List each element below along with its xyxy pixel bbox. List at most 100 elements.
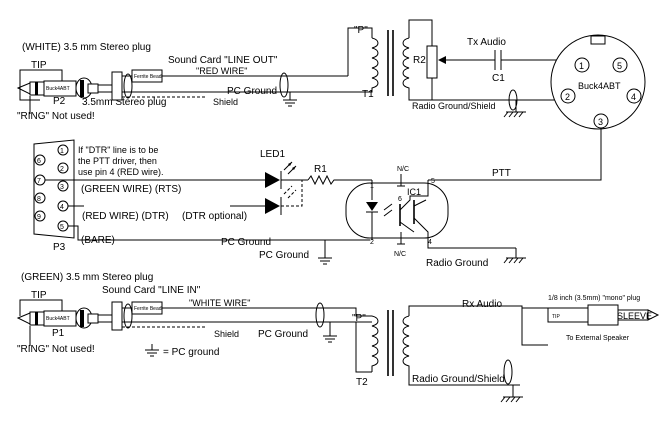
top-pc-ground-symbol	[283, 92, 297, 107]
r2-label: R2	[413, 55, 426, 66]
radio-ground-symbol-2	[503, 248, 526, 264]
red-wire-label: (RED WIRE) (DTR)	[82, 211, 169, 222]
top-p2-label: P2	[53, 96, 66, 107]
top-pc-ground-label: PC Ground	[227, 86, 277, 97]
svg-text:3: 3	[60, 184, 64, 191]
top-audio-out-circuit: (WHITE) 3.5 mm Stereo plug Sound Card "L…	[16, 27, 373, 122]
bot-ring-note: "RING" Not used!	[17, 344, 95, 355]
nc-top-label: N/C	[397, 166, 409, 173]
top-ferrite-ring	[111, 71, 123, 101]
led-optional-dashed	[265, 180, 303, 215]
radio-ground-shield-1: Radio Ground/Shield	[412, 101, 496, 111]
svg-text:2: 2	[370, 239, 374, 246]
svg-text:5: 5	[60, 224, 64, 231]
speaker-mono-plug: 1/8 inch (3.5mm) "mono" plug TIP SLEEVE …	[522, 295, 660, 342]
sleeve-label: SLEEVE	[617, 311, 652, 321]
bot-tip-bracket	[19, 299, 63, 316]
t1-p-label: "P"	[354, 25, 368, 36]
top-bulkhead-text: Buck4ABT	[46, 86, 70, 92]
svg-text:2: 2	[60, 166, 64, 173]
svg-text:1: 1	[60, 148, 64, 155]
bot-bulkhead-text: Buck4ABT	[46, 316, 70, 322]
top-soundcard-label: Sound Card "LINE OUT"	[168, 55, 278, 66]
tip-small-label: TIP	[552, 314, 560, 320]
pc-ground-legend: = PC ground	[163, 347, 219, 358]
svg-text:6: 6	[398, 196, 402, 203]
top-plug-label: (WHITE) 3.5 mm Stereo plug	[22, 42, 151, 53]
c1-capacitor	[494, 50, 502, 70]
mid-pc-ground-symbol	[318, 257, 332, 265]
r2-potentiometer	[426, 45, 438, 79]
top-wire-label: "RED WIRE"	[196, 66, 247, 76]
tx-audio-label: Tx Audio	[467, 37, 506, 48]
radio-ground-symbol-3	[500, 385, 523, 403]
radio-ground-symbol-1	[503, 100, 526, 118]
svg-text:1: 1	[579, 61, 584, 71]
rx-audio-label: Rx Audio	[462, 299, 502, 310]
din-label: Buck4ABT	[578, 81, 621, 91]
svg-text:2: 2	[565, 92, 570, 102]
bot-p1-label: P1	[52, 328, 65, 339]
ptt-label: PTT	[492, 168, 511, 179]
top-ferrite-text: Ferrite Bead	[134, 74, 162, 80]
c1-label: C1	[492, 73, 505, 84]
svg-text:5: 5	[617, 61, 622, 71]
mid-pc-ground-label-2: PC Ground	[259, 250, 309, 261]
bot-tip-label: TIP	[31, 290, 47, 301]
bare-wire-label: (BARE)	[81, 235, 115, 246]
ic1-label: IC1	[407, 187, 421, 197]
svg-text:8: 8	[37, 196, 41, 203]
svg-text:4: 4	[60, 204, 64, 211]
din-pin-4	[626, 88, 642, 104]
top-tip-label: TIP	[31, 60, 47, 71]
svg-text:6: 6	[37, 158, 41, 165]
din-pin-2	[560, 88, 576, 104]
bot-shield-label: Shield	[214, 329, 239, 339]
bot-wire-label: "WHITE WIRE"	[189, 298, 250, 308]
top-ring-note: "RING" Not used!	[17, 111, 95, 122]
din-pin-5	[612, 57, 628, 73]
t1-label: T1	[362, 89, 374, 100]
bot-ferrite-text: Ferrite Bead	[134, 306, 162, 312]
svg-text:9: 9	[37, 214, 41, 221]
p3-label: P3	[53, 242, 66, 253]
top-plug2-label: 3.5mm Stereo plug	[82, 97, 167, 108]
bot-pc-ground-label: PC Ground	[258, 329, 308, 340]
dtr-note-1: If "DTR" line is to be	[78, 145, 158, 155]
svg-text:7: 7	[37, 178, 41, 185]
ptt-circuit: 6 7 8 9 1 2 3 4 5 P3 If "DTR" line is to…	[33, 139, 526, 269]
radio-ground-shield-2: Radio Ground/Shield	[412, 374, 505, 385]
svg-text:3: 3	[598, 117, 603, 127]
svg-text:5: 5	[431, 178, 435, 185]
bottom-audio-in-circuit: (GREEN) 3.5 mm Stereo plug Sound Card "L…	[16, 272, 372, 358]
bot-soundcard-label: Sound Card "LINE IN"	[102, 285, 201, 296]
din-pin-1	[574, 57, 590, 73]
t2-label: T2	[356, 377, 368, 388]
radio-ground-label: Radio Ground	[426, 258, 488, 269]
led1-label: LED1	[260, 149, 285, 160]
speaker-dest-label: To External Speaker	[566, 335, 630, 342]
bot-stereo-plug: Buck4ABT	[16, 307, 99, 329]
top-shield-label: Shield	[213, 97, 238, 107]
pc-ground-legend-symbol	[145, 344, 159, 357]
transformer-t2: "P" T2 Rx Audio Radio Ground/Shield	[352, 299, 548, 403]
bot-ferrite-ring	[111, 301, 123, 331]
svg-text:4: 4	[428, 239, 432, 246]
bot-pc-ground-symbol	[323, 322, 337, 343]
transformer-t1: "P" T1 R2 Tx Audio C1 Radio Ground/Shiel…	[354, 19, 564, 118]
led1-diode	[265, 161, 297, 189]
nc-bottom-label: N/C	[394, 251, 406, 258]
ic1-optocoupler	[345, 182, 449, 239]
top-tip-bracket	[19, 69, 63, 85]
green-wire-label: (GREEN WIRE) (RTS)	[81, 184, 181, 195]
dtr-note-3: use pin 4 (RED wire).	[78, 167, 164, 177]
din-connector: Buck4ABT 1 5 2 4 3	[440, 34, 646, 181]
bot-plug-label: (GREEN) 3.5 mm Stereo plug	[21, 272, 153, 283]
r1-label: R1	[314, 164, 327, 175]
dtr-optional-label: (DTR optional)	[182, 211, 247, 222]
mid-pc-ground-label: PC Ground	[221, 237, 271, 248]
svg-text:4: 4	[631, 92, 636, 102]
r1-resistor	[307, 174, 372, 186]
